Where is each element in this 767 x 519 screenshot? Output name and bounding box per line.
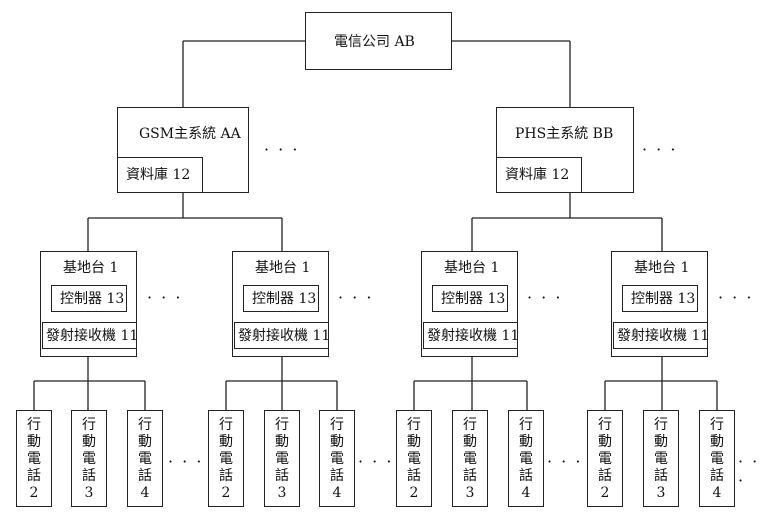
transceiver-label: 發射接收機 11 [238, 328, 331, 344]
phone-number: 4 [332, 485, 342, 501]
phone-number: 3 [656, 485, 666, 501]
station-ellipsis: · · · [338, 288, 374, 307]
gsm-database-label: 資料庫 12 [126, 167, 191, 183]
controller-box: 控制器 13 [432, 285, 508, 312]
controller-label: 控制器 13 [631, 291, 696, 307]
controller-label: 控制器 13 [60, 291, 125, 307]
gsm-system-box: GSM主系統 AA 資料庫 12 [117, 107, 249, 193]
gsm-system-title: GSM主系統 AA [139, 126, 241, 142]
company-box: 電信公司 AB [305, 12, 452, 70]
controller-box: 控制器 13 [51, 285, 127, 312]
station-ellipsis: · · · [147, 288, 183, 307]
phs-ellipsis: · · · [642, 140, 678, 159]
transceiver-box: 發射接收機 11 [42, 322, 139, 349]
base-station-3: 基地台 1 控制器 13 發射接收機 11 [421, 251, 520, 357]
phone-number: 3 [84, 485, 94, 501]
transceiver-box: 發射接收機 11 [423, 322, 520, 349]
transceiver-label: 發射接收機 11 [617, 328, 710, 344]
base-station-2: 基地台 1 控制器 13 發射接收機 11 [232, 251, 331, 357]
phs-system-title: PHS主系統 BB [515, 126, 614, 142]
phone-number: 2 [221, 485, 231, 501]
phone-number: 2 [409, 485, 419, 501]
gsm-database-box: 資料庫 12 [117, 157, 203, 193]
transceiver-label: 發射接收機 11 [427, 328, 520, 344]
phone-number: 4 [140, 485, 150, 501]
transceiver-box: 發射接收機 11 [613, 322, 710, 349]
company-label: 電信公司 AB [334, 34, 415, 50]
phone-ellipsis: · · · [168, 452, 204, 471]
base-station-title: 基地台 1 [444, 260, 500, 276]
base-station-1: 基地台 1 控制器 13 發射接收機 11 [40, 251, 139, 357]
phone-number: 4 [712, 485, 722, 501]
phs-system-box: PHS主系統 BB 資料庫 12 [496, 107, 634, 193]
phone-number: 2 [29, 485, 39, 501]
base-station-title: 基地台 1 [634, 260, 690, 276]
controller-box: 控制器 13 [622, 285, 698, 312]
base-station-title: 基地台 1 [255, 260, 311, 276]
station-ellipsis: · · · [718, 288, 754, 307]
phone-number: 3 [277, 485, 287, 501]
phone-ellipsis: · · · [547, 452, 583, 471]
phone-number: 4 [521, 485, 531, 501]
base-station-title: 基地台 1 [63, 260, 119, 276]
phs-database-label: 資料庫 12 [505, 167, 570, 183]
controller-label: 控制器 13 [441, 291, 506, 307]
transceiver-box: 發射接收機 11 [234, 322, 331, 349]
controller-label: 控制器 13 [252, 291, 317, 307]
phone-number: 2 [600, 485, 610, 501]
phone-ellipsis: · · · [358, 452, 394, 471]
station-ellipsis: · · · [527, 288, 563, 307]
controller-box: 控制器 13 [243, 285, 319, 312]
phone-number: 3 [465, 485, 475, 501]
phone-ellipsis: · · · [738, 452, 760, 490]
transceiver-label: 發射接收機 11 [46, 328, 139, 344]
phs-database-box: 資料庫 12 [496, 157, 582, 193]
gsm-ellipsis: · · · [264, 140, 300, 159]
base-station-4: 基地台 1 控制器 13 發射接收機 11 [611, 251, 710, 357]
